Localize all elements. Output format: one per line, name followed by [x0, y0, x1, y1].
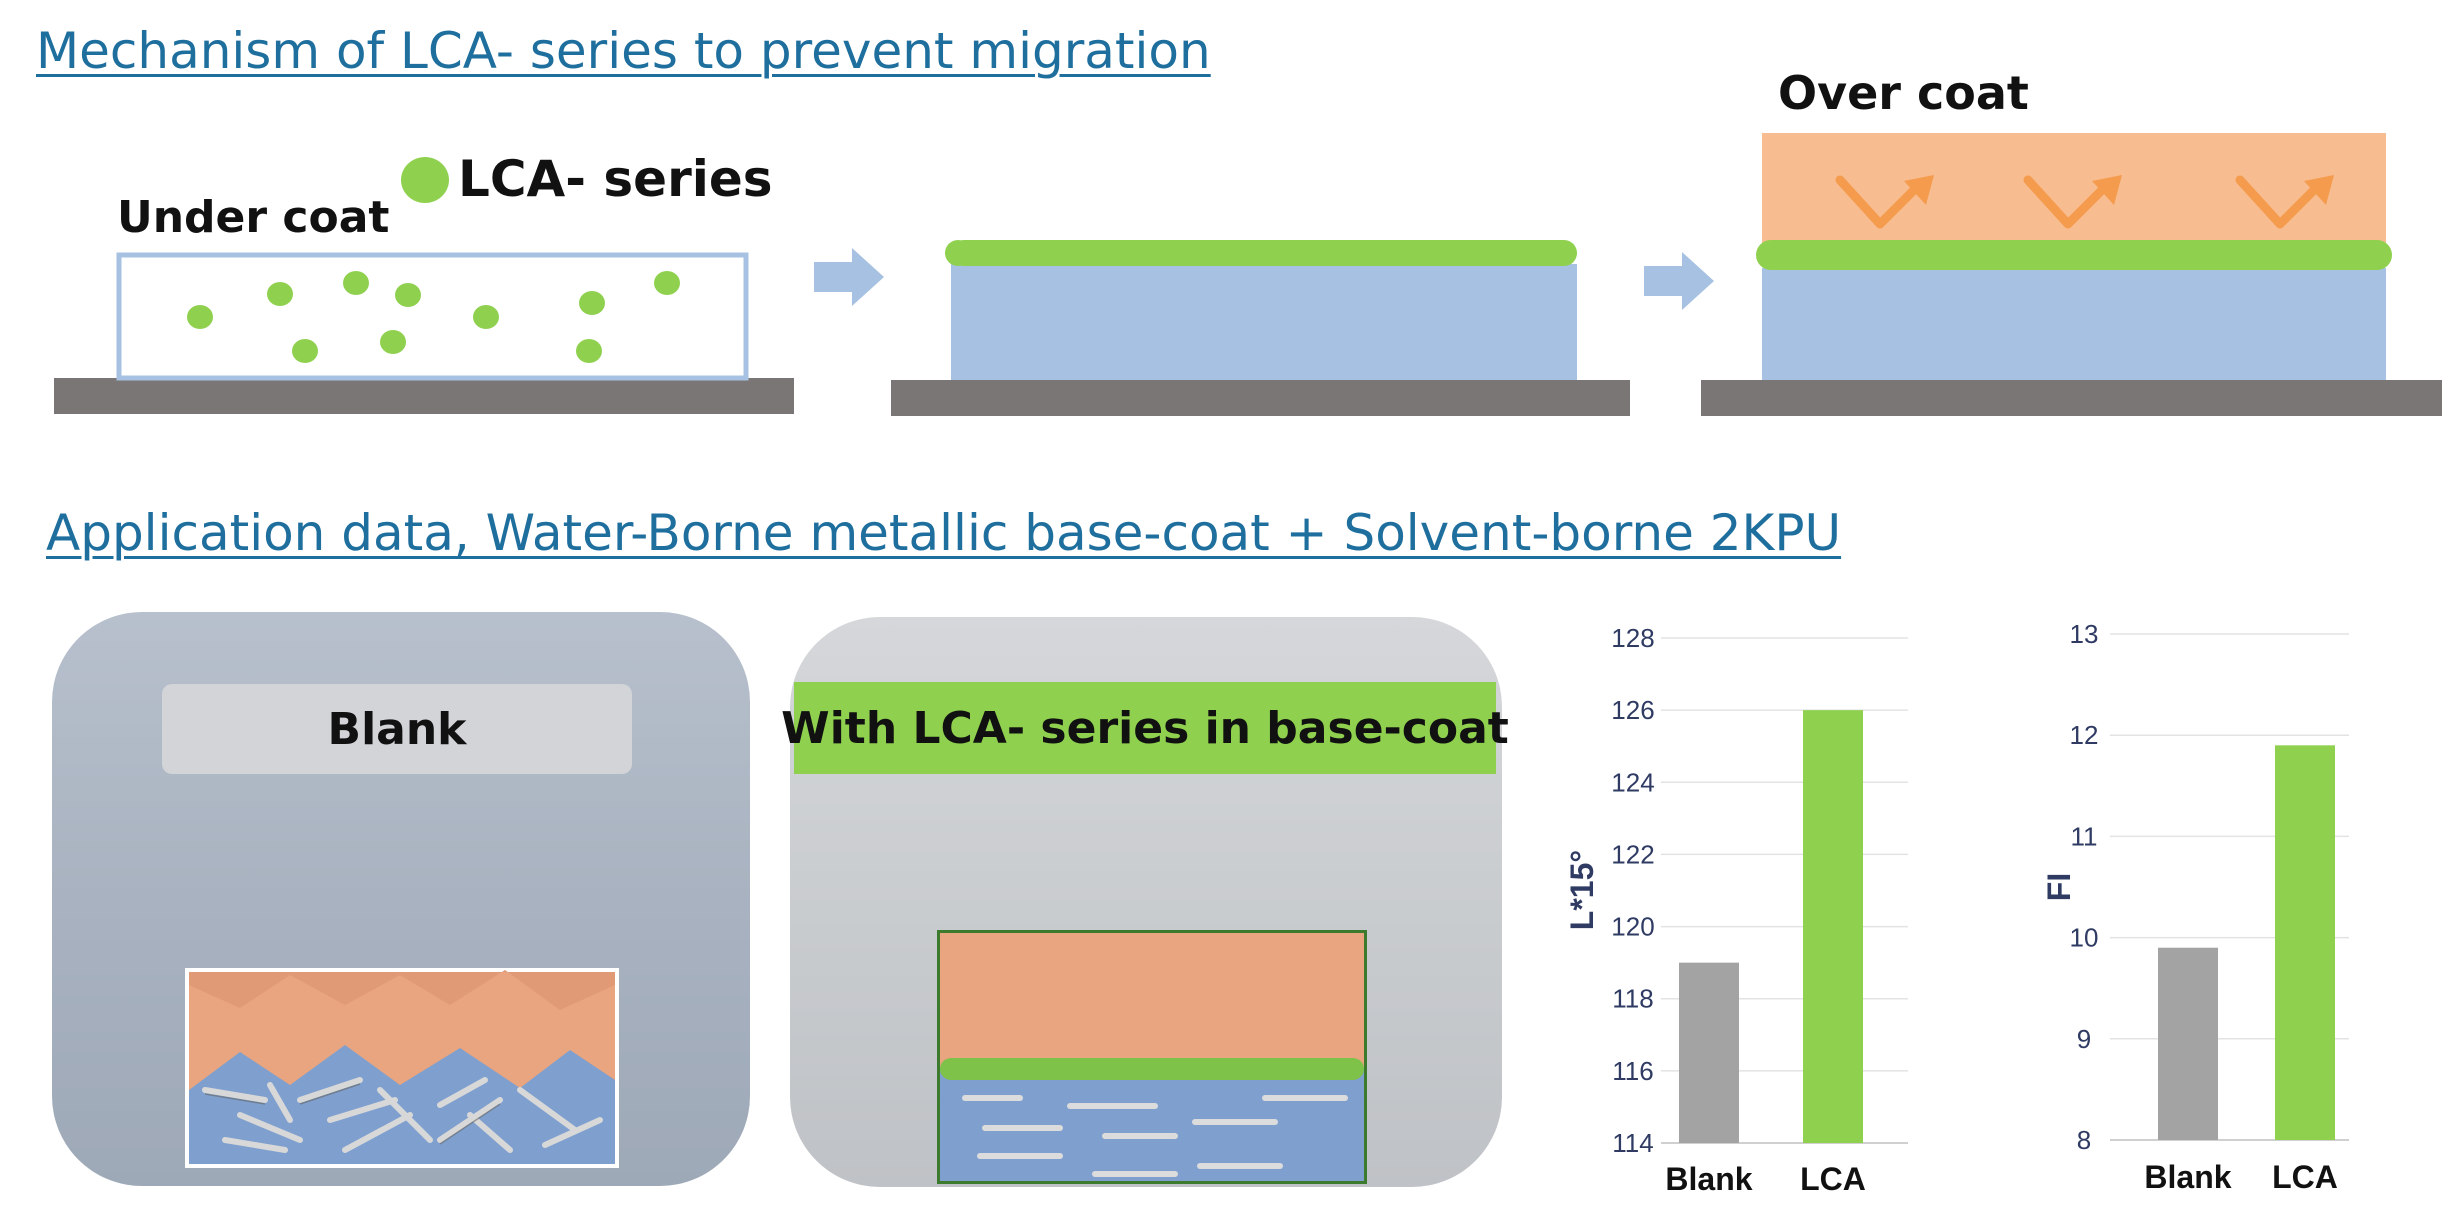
application-heading: Application data, Water-Borne metallic b…	[46, 504, 1842, 562]
y-tick-label: 128	[1611, 623, 1654, 653]
bar-blank	[2158, 947, 2218, 1140]
y-tick-label: 116	[1612, 1056, 1653, 1086]
arrow-right-icon	[814, 248, 884, 306]
y-tick-label: 122	[1611, 839, 1654, 869]
y-tick-label: 11	[2071, 821, 2098, 851]
lca-label: With LCA- series in base-coat	[781, 702, 1509, 754]
substrate-2	[891, 380, 1630, 416]
arrow-heads	[1904, 175, 2334, 205]
bar-blank	[1679, 962, 1739, 1143]
reflection-arrows	[1835, 175, 2323, 229]
category-label: LCA	[1800, 1161, 1866, 1197]
y-tick-label: 114	[1612, 1128, 1653, 1158]
overcoat-label: Over coat	[1778, 66, 2029, 120]
undercoat-layer-3	[1762, 268, 2386, 380]
y-axis-label: L*15°	[1564, 850, 1600, 930]
y-tick-label: 126	[1611, 695, 1654, 725]
category-label: Blank	[2144, 1159, 2231, 1195]
y-tick-label: 120	[1611, 912, 1654, 942]
bar-lca	[1803, 710, 1863, 1143]
y-tick-label: 124	[1611, 767, 1654, 797]
y-axis-label: FI	[2041, 873, 2077, 901]
bar-lca	[2275, 745, 2335, 1140]
y-tick-label: 118	[1612, 984, 1653, 1014]
y-tick-label: 8	[2077, 1125, 2091, 1155]
substrate-3	[1701, 380, 2442, 416]
blank-label: Blank	[327, 703, 467, 755]
y-tick-label: 12	[2070, 720, 2099, 750]
category-label: Blank	[1665, 1161, 1752, 1197]
y-tick-label: 10	[2070, 923, 2099, 953]
mechanism-heading: Mechanism of LCA- series to prevent migr…	[36, 22, 1211, 80]
lca-legend-label: LCA- series	[458, 150, 773, 208]
blank-label-box: Blank	[162, 684, 632, 774]
category-label: LCA	[2272, 1159, 2338, 1195]
dispersed-particles	[187, 271, 680, 363]
substrate-1	[54, 378, 794, 414]
undercoat-container	[116, 252, 749, 381]
lca-legend-dot	[401, 157, 449, 203]
y-tick-label: 9	[2077, 1024, 2091, 1054]
y-tick-label: 13	[2070, 619, 2099, 649]
arrow-right-icon	[1644, 252, 1714, 310]
undercoat-layer-2	[951, 264, 1577, 380]
undercoat-label: Under coat	[117, 192, 390, 243]
overcoat-layer	[1762, 133, 2386, 243]
lca-label-box: With LCA- series in base-coat	[781, 682, 1509, 774]
lca-top-layer-3	[1756, 240, 2392, 270]
